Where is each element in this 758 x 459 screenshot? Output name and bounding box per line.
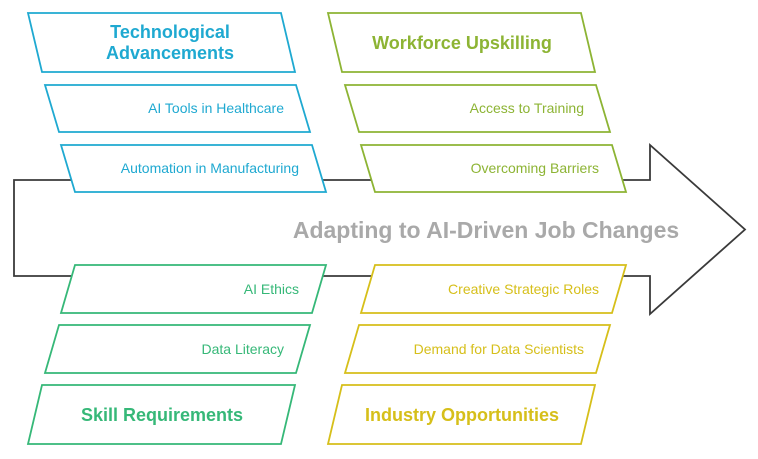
skills-item-box [43,324,312,374]
skills-item-box [59,264,328,314]
workforce-item-training: Access to Training [469,100,584,117]
skills-item-ai-ethics: AI Ethics [243,280,299,297]
industry-item-box [359,264,628,314]
workforce-item-box [343,84,612,133]
technological-heading-box [26,12,297,73]
skills-item-data-literacy: Data Literacy [201,340,284,357]
industry-item-box [343,324,612,374]
technological-item-box [43,84,312,133]
diagram-title: Adapting to AI-Driven Job Changes [292,216,680,243]
technological-item-box [59,144,328,193]
technological-heading: Technological Advancements [105,22,235,63]
workforce-heading-box [326,12,597,73]
industry-item-creative-roles: Creative Strategic Roles [448,280,599,297]
workforce-item-box [359,144,628,193]
workforce-item-barriers: Overcoming Barriers [470,160,599,177]
skills-heading-box [26,384,297,445]
workforce-heading: Workforce Upskilling [372,32,552,53]
skills-heading: Skill Requirements [80,404,244,425]
industry-heading: Industry Opportunities [364,404,559,425]
industry-item-data-scientists: Demand for Data Scientists [413,340,584,357]
industry-heading-box [326,384,597,445]
technological-item-automation: Automation in Manufacturing [120,160,299,177]
technological-item-ai-tools: AI Tools in Healthcare [148,100,284,117]
